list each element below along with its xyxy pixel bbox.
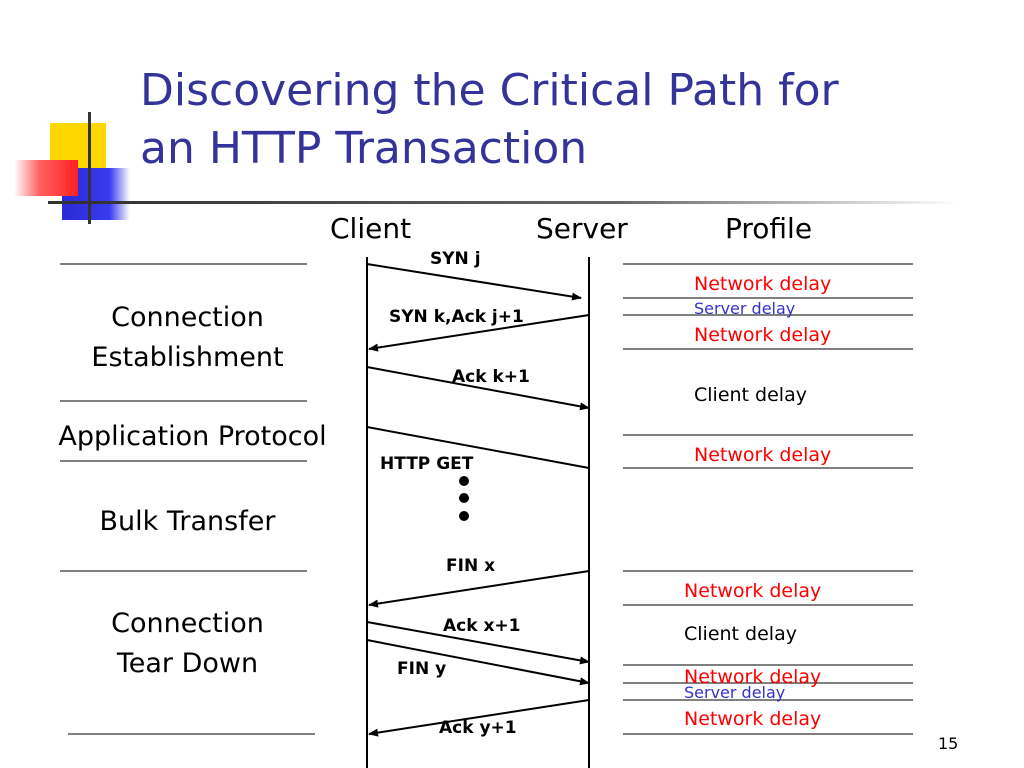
arrow-ack-y1 [368, 699, 590, 737]
arrow-syn-j [366, 263, 582, 301]
phase-connection-establishment: Connection Establishment [60, 298, 315, 378]
ellipsis-dot [459, 476, 469, 486]
profile-server-delay: Server delay [684, 683, 786, 702]
ellipsis-dot [459, 493, 469, 503]
slide-number: 15 [938, 734, 959, 753]
phase-label-line: Tear Down [116, 648, 259, 679]
message-http-get: HTTP GET [380, 454, 474, 474]
profile-network-delay: Network delay [694, 273, 832, 295]
profile-client-delay: Client delay [684, 623, 797, 645]
message-ack-y1: Ack y+1 [439, 718, 517, 738]
arrow-fin-y [366, 639, 590, 686]
profile-server-delay: Server delay [694, 299, 796, 318]
phase-application-protocol: Application Protocol [58, 421, 327, 452]
phase-label-line: Connection [111, 302, 264, 333]
arrow-syn-k-ack [368, 314, 590, 352]
phase-label-line: Establishment [91, 342, 284, 373]
message-ack-k1: Ack k+1 [452, 367, 530, 387]
message-fin-x: FIN x [446, 556, 496, 576]
logo-horizontal-line [48, 201, 138, 204]
message-syn-k-ack: SYN k,Ack j+1 [389, 307, 524, 327]
phase-connection-teardown: Connection Tear Down [60, 604, 315, 684]
server-column-heading: Server [536, 212, 628, 245]
profile-network-delay: Network delay [694, 444, 832, 466]
profile-client-delay: Client delay [694, 384, 807, 406]
title-underline [100, 201, 960, 204]
title-line-1: Discovering the Critical Path for [140, 65, 839, 116]
logo-vertical-line [88, 112, 91, 224]
profile-network-delay: Network delay [694, 324, 832, 346]
profile-network-delay: Network delay [684, 666, 822, 688]
phase-bulk-transfer: Bulk Transfer [99, 506, 276, 537]
message-ack-x1: Ack x+1 [443, 616, 521, 636]
message-syn-j: SYN j [430, 249, 481, 269]
title-line-2: an HTTP Transaction [140, 123, 588, 174]
phase-label-line: Connection [111, 608, 264, 639]
arrow-http-get [366, 426, 590, 469]
client-column-heading: Client [330, 212, 412, 245]
arrow-ack-x1 [366, 621, 590, 665]
logo-red-bar [14, 160, 78, 196]
profile-column-heading: Profile [725, 212, 813, 245]
message-fin-y: FIN y [397, 659, 447, 679]
arrow-ack-k1 [366, 366, 590, 411]
profile-network-delay: Network delay [684, 580, 822, 602]
slide-title: Discovering the Critical Path for an HTT… [140, 62, 1000, 178]
arrow-fin-x [368, 570, 590, 608]
ellipsis-dot [459, 511, 469, 521]
profile-network-delay: Network delay [684, 708, 822, 730]
